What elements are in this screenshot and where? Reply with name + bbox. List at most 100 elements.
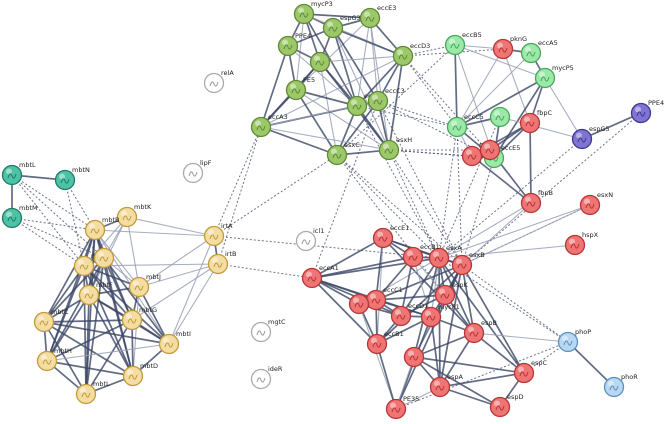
node-highlight bbox=[290, 83, 296, 90]
protein-structure-icon bbox=[164, 342, 174, 348]
edge-mycP5-espG5 bbox=[544, 77, 583, 140]
protein-structure-icon bbox=[452, 125, 462, 131]
node-label: PE35 bbox=[403, 395, 419, 403]
node-mbtD[interactable]: mbtD bbox=[122, 362, 159, 387]
node-eccC1[interactable]: eccC1 bbox=[365, 286, 403, 311]
node-espC[interactable]: espC bbox=[513, 359, 548, 384]
node-irtA[interactable]: irtA bbox=[203, 222, 234, 247]
node-mbtA[interactable] bbox=[93, 247, 115, 269]
node-icl1[interactable]: icl1 bbox=[295, 227, 325, 252]
node-espD[interactable]: espD bbox=[489, 393, 524, 418]
node-esxG[interactable] bbox=[309, 51, 331, 73]
edge-dashed-irtB-eccA3 bbox=[217, 126, 262, 265]
node-espG5[interactable]: espG5 bbox=[571, 125, 610, 150]
protein-structure-icon bbox=[585, 203, 595, 209]
node-label: mbtG bbox=[139, 306, 157, 314]
node-PE35[interactable]: PE35 bbox=[385, 395, 420, 420]
node-espR[interactable] bbox=[403, 346, 425, 368]
node-pknG[interactable]: pknG bbox=[492, 35, 528, 60]
edge-mbtA-mbtL2 bbox=[85, 257, 105, 395]
edge-eccE3-esxH bbox=[369, 17, 390, 151]
node-fbpX[interactable] bbox=[479, 139, 501, 161]
node-eccC3[interactable]: eccC3 bbox=[367, 87, 405, 112]
node-mbtL2[interactable]: mbtL bbox=[75, 380, 111, 405]
node-mbtC[interactable]: mbtC bbox=[33, 308, 70, 333]
node-esxN[interactable]: esxN bbox=[579, 191, 614, 216]
node-PPE4[interactable]: PPE4 bbox=[277, 32, 312, 57]
node-eccD3[interactable]: eccD3 bbox=[392, 42, 431, 67]
node-mbtH[interactable]: mbtH bbox=[36, 347, 73, 372]
node-label: fbpB bbox=[538, 189, 553, 197]
node-eccC5[interactable]: eccC5 bbox=[446, 113, 484, 138]
node-mycP1[interactable]: mycP1 bbox=[420, 303, 460, 328]
node-mbtB[interactable]: mbtB bbox=[84, 216, 120, 241]
edge-mbtK-mbtJ bbox=[126, 216, 140, 288]
edge-espR-espC bbox=[413, 356, 525, 374]
node-mycP5[interactable]: mycP5 bbox=[534, 64, 574, 89]
node-espA[interactable]: espA bbox=[429, 373, 464, 398]
node-eccA1[interactable]: eccA1 bbox=[301, 264, 339, 289]
node-hspX[interactable]: hspX bbox=[564, 231, 599, 256]
node-highlight bbox=[208, 229, 214, 236]
node-highlight bbox=[456, 258, 462, 265]
node-lipF[interactable]: lipF bbox=[182, 159, 212, 184]
node-relA[interactable]: relA bbox=[203, 69, 235, 94]
node-highlight bbox=[407, 250, 413, 257]
edge-espG5-PPE4b bbox=[581, 112, 642, 140]
node-PE5[interactable]: PE5 bbox=[285, 76, 316, 101]
protein-structure-icon bbox=[409, 355, 419, 361]
node-PE35b[interactable] bbox=[348, 293, 370, 315]
node-espK[interactable]: espK bbox=[434, 281, 469, 306]
protein-structure-icon bbox=[378, 236, 388, 242]
edge-mbtJ-mbtD bbox=[132, 286, 140, 377]
node-eccE3[interactable]: eccE3 bbox=[359, 4, 397, 29]
node-irtB[interactable]: irtB bbox=[207, 250, 237, 275]
node-mbtI[interactable]: mbtI bbox=[158, 330, 192, 355]
node-esxC[interactable]: esxC bbox=[326, 141, 361, 166]
node-ideR[interactable]: ideR bbox=[250, 365, 283, 390]
node-mbtK[interactable]: mbtK bbox=[116, 203, 153, 228]
node-fbpB[interactable]: fbpB bbox=[520, 189, 554, 214]
node-mbtM[interactable]: mbtM bbox=[1, 204, 38, 229]
node-eccB5[interactable]: eccB5 bbox=[444, 31, 482, 56]
node-mbtG[interactable]: mbtG bbox=[121, 306, 158, 331]
node-mbtL[interactable]: mbtL bbox=[1, 161, 37, 186]
node-esxH[interactable]: esxH bbox=[378, 136, 413, 161]
node-mgtC[interactable]: mgtC bbox=[250, 318, 287, 343]
node-eccB1r[interactable]: eccB1 bbox=[402, 243, 440, 268]
protein-structure-icon bbox=[42, 359, 52, 365]
node-mycP3[interactable]: mycP3 bbox=[293, 0, 333, 25]
node-eccD1[interactable]: eccD1 bbox=[390, 302, 429, 327]
node-esxA[interactable]: esxA bbox=[428, 244, 463, 269]
node-highlight bbox=[208, 76, 214, 83]
node-highlight bbox=[397, 49, 403, 56]
node-phoR[interactable]: phoR bbox=[603, 373, 639, 398]
node-eccD5[interactable] bbox=[489, 106, 511, 128]
edge-mbtE-mbtH bbox=[46, 265, 85, 362]
node-PPE4b[interactable]: PPE4 bbox=[630, 99, 665, 124]
edge-esxB-espA bbox=[439, 264, 463, 388]
edge-mbtA-mbtC bbox=[43, 257, 105, 323]
protein-structure-icon bbox=[256, 377, 266, 383]
protein-structure-icon bbox=[188, 171, 198, 177]
node-highlight bbox=[282, 39, 288, 46]
edge-irtB-mbtI bbox=[168, 263, 219, 345]
node-mbtJ[interactable]: mbtJ bbox=[128, 273, 162, 298]
edge-eccB1-PE35 bbox=[376, 343, 397, 410]
node-eccB1[interactable]: eccB1 bbox=[366, 330, 404, 355]
node-eccA3[interactable]: eccA3 bbox=[250, 113, 288, 138]
node-fbpC[interactable]: fbpC bbox=[519, 109, 553, 134]
node-highlight bbox=[390, 402, 396, 409]
node-eccA5[interactable]: eccA5 bbox=[520, 39, 558, 64]
node-mbtN[interactable]: mbtN bbox=[54, 166, 91, 191]
node-phoP[interactable]: phoP bbox=[557, 328, 592, 353]
edge-mbtJ-mbtI bbox=[138, 286, 170, 345]
node-mbtF[interactable]: mbtF bbox=[78, 281, 114, 306]
node-eccE1[interactable]: eccE1 bbox=[372, 224, 410, 249]
edge-esxA-espR bbox=[413, 257, 440, 358]
node-espB[interactable]: espB bbox=[463, 319, 497, 344]
node-espG3[interactable]: espG3 bbox=[322, 14, 361, 39]
node-highlight bbox=[370, 293, 376, 300]
node-esxB[interactable]: esxB bbox=[451, 251, 485, 276]
edge-mbtF-mbtL2 bbox=[85, 294, 90, 395]
